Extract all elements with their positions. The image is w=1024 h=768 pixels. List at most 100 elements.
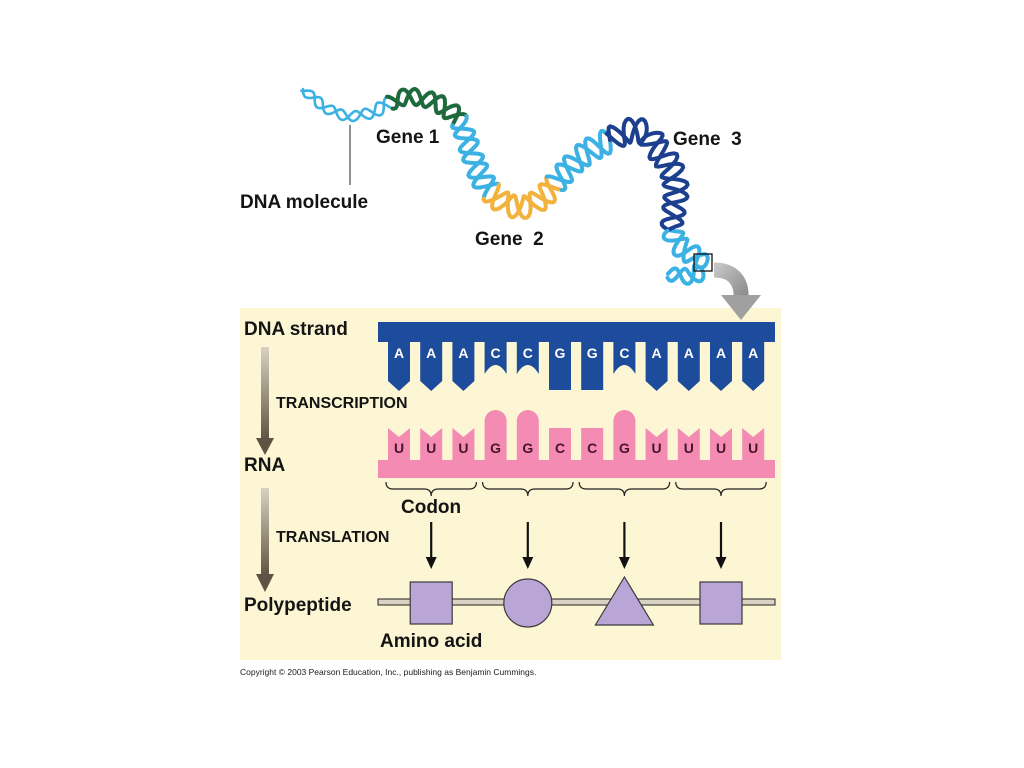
rna-base-U: [420, 428, 443, 461]
rna-base-U: [388, 428, 410, 461]
arrow-head: [618, 557, 630, 569]
gene-1-helix-strand: [385, 86, 469, 121]
dna-base-A: [677, 341, 700, 391]
dna-base-letter: A: [426, 345, 436, 361]
dna-base-A: [742, 341, 765, 391]
translation-step-arrow: [618, 522, 630, 569]
gene-2-label: Gene 2: [475, 229, 544, 250]
translation-step-arrow: [715, 522, 727, 569]
gene-3-helix-strand: [604, 116, 690, 233]
codon-brace: [482, 481, 574, 497]
rna-label: RNA: [244, 455, 286, 476]
helix-linker-strand: [544, 136, 613, 184]
gene-1-label: Gene 1: [376, 127, 440, 148]
arrow-head: [522, 557, 534, 569]
translation-step-arrow: [522, 522, 534, 569]
codon-brace: [385, 481, 477, 497]
transcription-label: TRANSCRIPTION: [276, 395, 408, 412]
rna-base-U: [452, 428, 475, 461]
translation-label: TRANSLATION: [276, 529, 390, 546]
codon-label: Codon: [401, 497, 462, 518]
rna-base-letter: U: [458, 440, 468, 456]
dna-base-letter: A: [716, 345, 726, 361]
gene-1-helix-strand: [390, 87, 462, 128]
rna-base-G: [484, 410, 507, 461]
rna-base-U: [677, 428, 700, 461]
copyright-notice: Copyright © 2003 Pearson Education, Inc.…: [240, 667, 537, 677]
helix-linker-strand: [661, 228, 710, 286]
dna-base-letter: A: [748, 345, 758, 361]
dna-base-G: [549, 341, 571, 390]
rna-base-G: [516, 410, 539, 461]
gene-3-helix-strand: [606, 117, 690, 233]
transcription-arrow: [256, 347, 274, 455]
amino-acid-label: Amino acid: [380, 631, 483, 652]
amino-acid-triangle: [594, 575, 655, 626]
gene-3-label: Gene 3: [673, 129, 742, 150]
rna-base-C: [549, 428, 571, 461]
polypeptide-label: Polypeptide: [244, 595, 352, 616]
rna-backbone: [378, 460, 775, 478]
dna-base-A: [645, 341, 668, 391]
dna-strand-label: DNA strand: [244, 319, 348, 340]
rna-base-C: [581, 428, 604, 461]
dna-base-A: [452, 341, 475, 391]
dna-base-letter: G: [555, 345, 566, 361]
dna-base-letter: C: [491, 345, 501, 361]
polypeptide-chain: [377, 598, 776, 606]
dna-base-letter: C: [523, 345, 533, 361]
helix-linker-strand: [301, 87, 389, 123]
gene-2-helix-strand: [490, 174, 557, 220]
dna-base-A: [420, 341, 443, 391]
magnified-region-marker: [693, 253, 713, 272]
dna-base-letter: C: [619, 345, 629, 361]
codon-brace: [578, 481, 671, 497]
rna-base-letter: C: [587, 440, 597, 456]
rna-base-U: [710, 428, 732, 461]
helix-linker-strand: [452, 114, 501, 190]
rna-base-U: [742, 428, 765, 461]
dna-base-G: [581, 341, 604, 390]
amino-acid-square: [409, 581, 453, 625]
translation-arrow-shaft: [261, 488, 269, 576]
arrow-head: [425, 557, 437, 569]
arrow-head: [715, 557, 727, 569]
rna-base-letter: G: [490, 440, 501, 456]
rna-base-U: [645, 428, 668, 461]
dna-base-letter: A: [458, 345, 468, 361]
dna-base-A: [710, 341, 732, 391]
dna-base-C: [484, 341, 507, 374]
dna-helix: [300, 86, 710, 286]
codon-brace: [675, 481, 767, 497]
translation-arrow: [256, 488, 274, 592]
zoom-arrow-shaft: [713, 262, 749, 299]
amino-acids: [409, 575, 743, 628]
helix-linker-strand: [450, 123, 496, 201]
rna-base-letter: G: [522, 440, 533, 456]
zoom-arrow-head: [721, 295, 761, 320]
dna-base-letter: A: [394, 345, 404, 361]
rna-base-letter: U: [426, 440, 436, 456]
rna-base-letter: G: [619, 440, 630, 456]
dna-strand-backbone: [378, 322, 775, 342]
rna-base-letter: U: [748, 440, 758, 456]
rna-base-letter: C: [555, 440, 565, 456]
dna-molecule-label: DNA molecule: [240, 192, 369, 213]
rna-base-letter: U: [652, 440, 662, 456]
gene-2-helix-strand: [481, 182, 564, 220]
rna-base-letter: U: [394, 440, 404, 456]
translation-step-arrow: [425, 522, 437, 569]
dna-base-A: [388, 341, 410, 391]
dna-base-letter: G: [587, 345, 598, 361]
dna-base-C: [516, 341, 539, 374]
amino-acid-square: [699, 581, 743, 625]
transcription-arrow-head: [256, 438, 274, 455]
transcription-arrow-shaft: [261, 347, 269, 440]
dna-base-C: [613, 341, 636, 374]
helix-linker-strand: [300, 89, 394, 122]
dna-base-letter: A: [684, 345, 694, 361]
rna-base-letter: U: [716, 440, 726, 456]
